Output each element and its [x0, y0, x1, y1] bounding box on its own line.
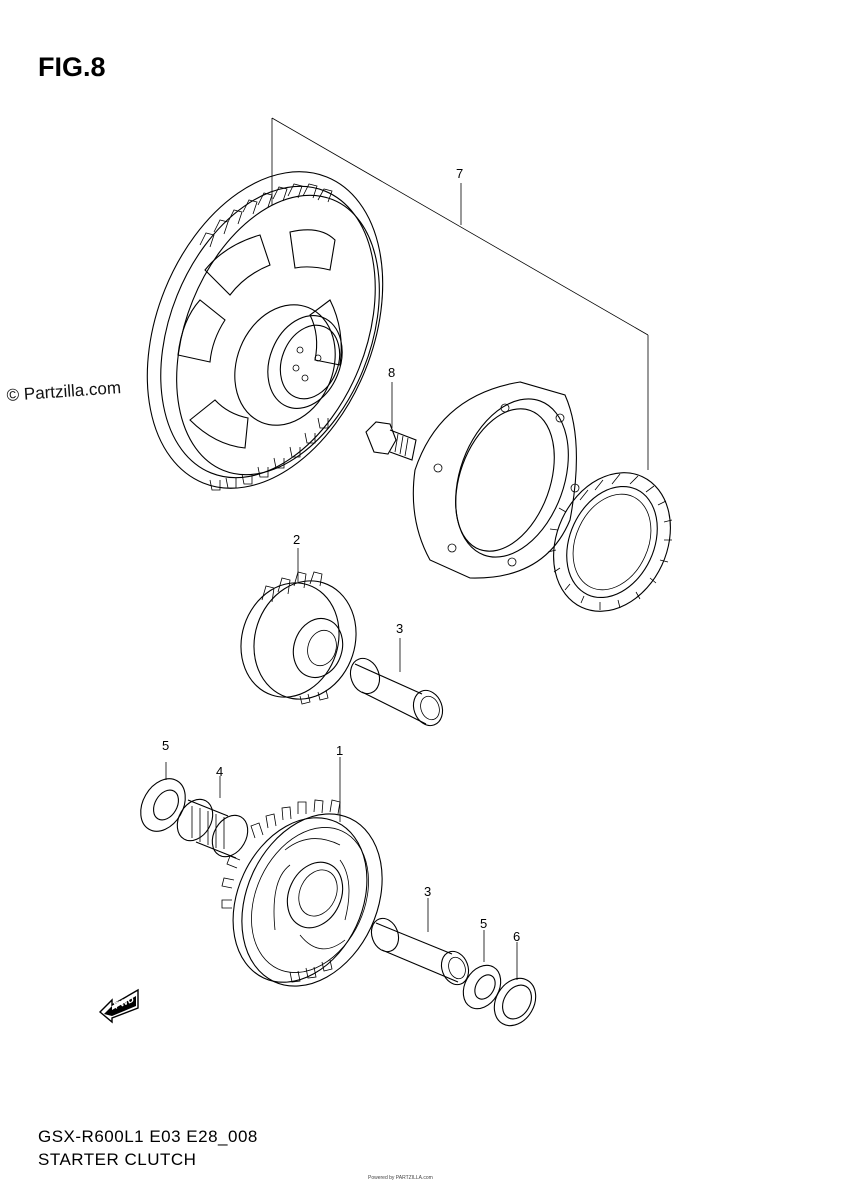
diagram-code: GSX-R600L1 E03 E28_008: [38, 1127, 258, 1146]
starter-idle-gear-1: [221, 757, 383, 987]
washer-5-right: [462, 930, 502, 1010]
washer-5-left: [140, 762, 186, 832]
callout-2: 2: [293, 532, 300, 547]
bracket-7: [271, 117, 649, 470]
callout-1: 1: [336, 743, 343, 758]
idle-gear-2: [240, 548, 357, 705]
callout-4: 4: [216, 764, 223, 779]
one-way-clutch: [547, 472, 673, 612]
section-title: STARTER CLUTCH: [38, 1150, 197, 1169]
callout-3-lower: 3: [424, 884, 431, 899]
callout-5-left: 5: [162, 738, 169, 753]
starter-driven-gear: [146, 171, 384, 491]
fine-print: Powered by PARTZILLA.com: [368, 1175, 433, 1181]
needle-bearing-4: [176, 776, 249, 859]
figure-title: FIG.8: [38, 52, 106, 82]
callout-7: 7: [456, 166, 463, 181]
callout-3-upper: 3: [396, 621, 403, 636]
shaft-3-upper: [349, 638, 444, 727]
callout-6: 6: [513, 929, 520, 944]
callout-8: 8: [388, 365, 395, 380]
fwd-arrow-icon: FWD: [98, 988, 139, 1024]
bolt-8: [365, 382, 417, 461]
starter-clutch-housing: [412, 381, 580, 579]
washer-6: [493, 942, 537, 1027]
callout-5-right: 5: [480, 916, 487, 931]
shaft-3-lower: [370, 898, 470, 986]
